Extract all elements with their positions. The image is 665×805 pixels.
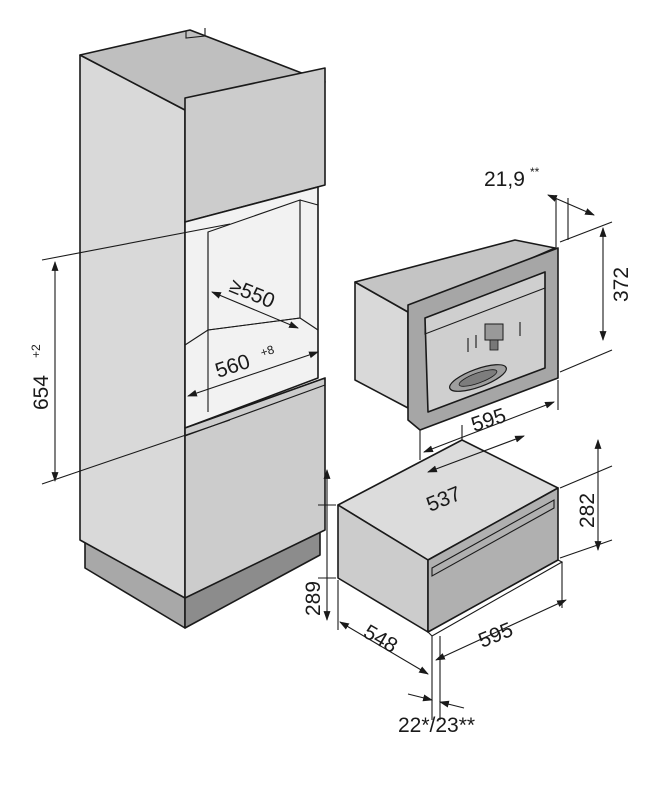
drawer-width-value: 595 [475,618,516,652]
cabinet-height-value: 654 [30,375,53,410]
niche-width-tolerance: +8 [259,342,277,360]
machine-height-value: 372 [610,267,633,302]
tall-cabinet [79,28,326,629]
drawer-handle-strip [431,499,555,577]
svg-text:21,9: 21,9 [484,168,525,191]
svg-text:289: 289 [302,581,325,616]
dim-drawer-niche-height: 289 [302,469,336,621]
svg-text:372: 372 [610,267,633,302]
coffee-machine [354,239,559,431]
frame-depth-value: 21,9 [484,168,525,191]
svg-text:595: 595 [475,618,516,652]
dim-machine-height: 372 [559,221,633,373]
svg-text:282: 282 [576,493,599,528]
cabinet-side-panel [79,54,186,599]
machine-top [354,239,556,313]
drawer-niche-height-value: 289 [302,581,325,616]
warming-drawer [337,439,564,637]
cabinet-height-tolerance: +2 [29,344,43,358]
dispenser-head [484,323,504,341]
svg-text:654: 654 [30,375,53,410]
control-strip [424,271,546,335]
dim-frame-depth: 21,9 ** [484,165,595,248]
upper-door [184,67,326,223]
dim-drawer-height: 282 [559,439,613,559]
frame-depth-mark: ** [530,165,540,179]
dim-drawer-front: 22*/23** [398,693,475,737]
svg-text:548: 548 [360,620,402,657]
drawer-depth-value: 548 [360,620,402,657]
dim-cabinet-height: 654 +2 [29,223,231,485]
drawer-height-value: 282 [576,493,599,528]
svg-text:22*/23**: 22*/23** [398,714,475,737]
drawer-front-value: 22*/23** [398,714,475,737]
